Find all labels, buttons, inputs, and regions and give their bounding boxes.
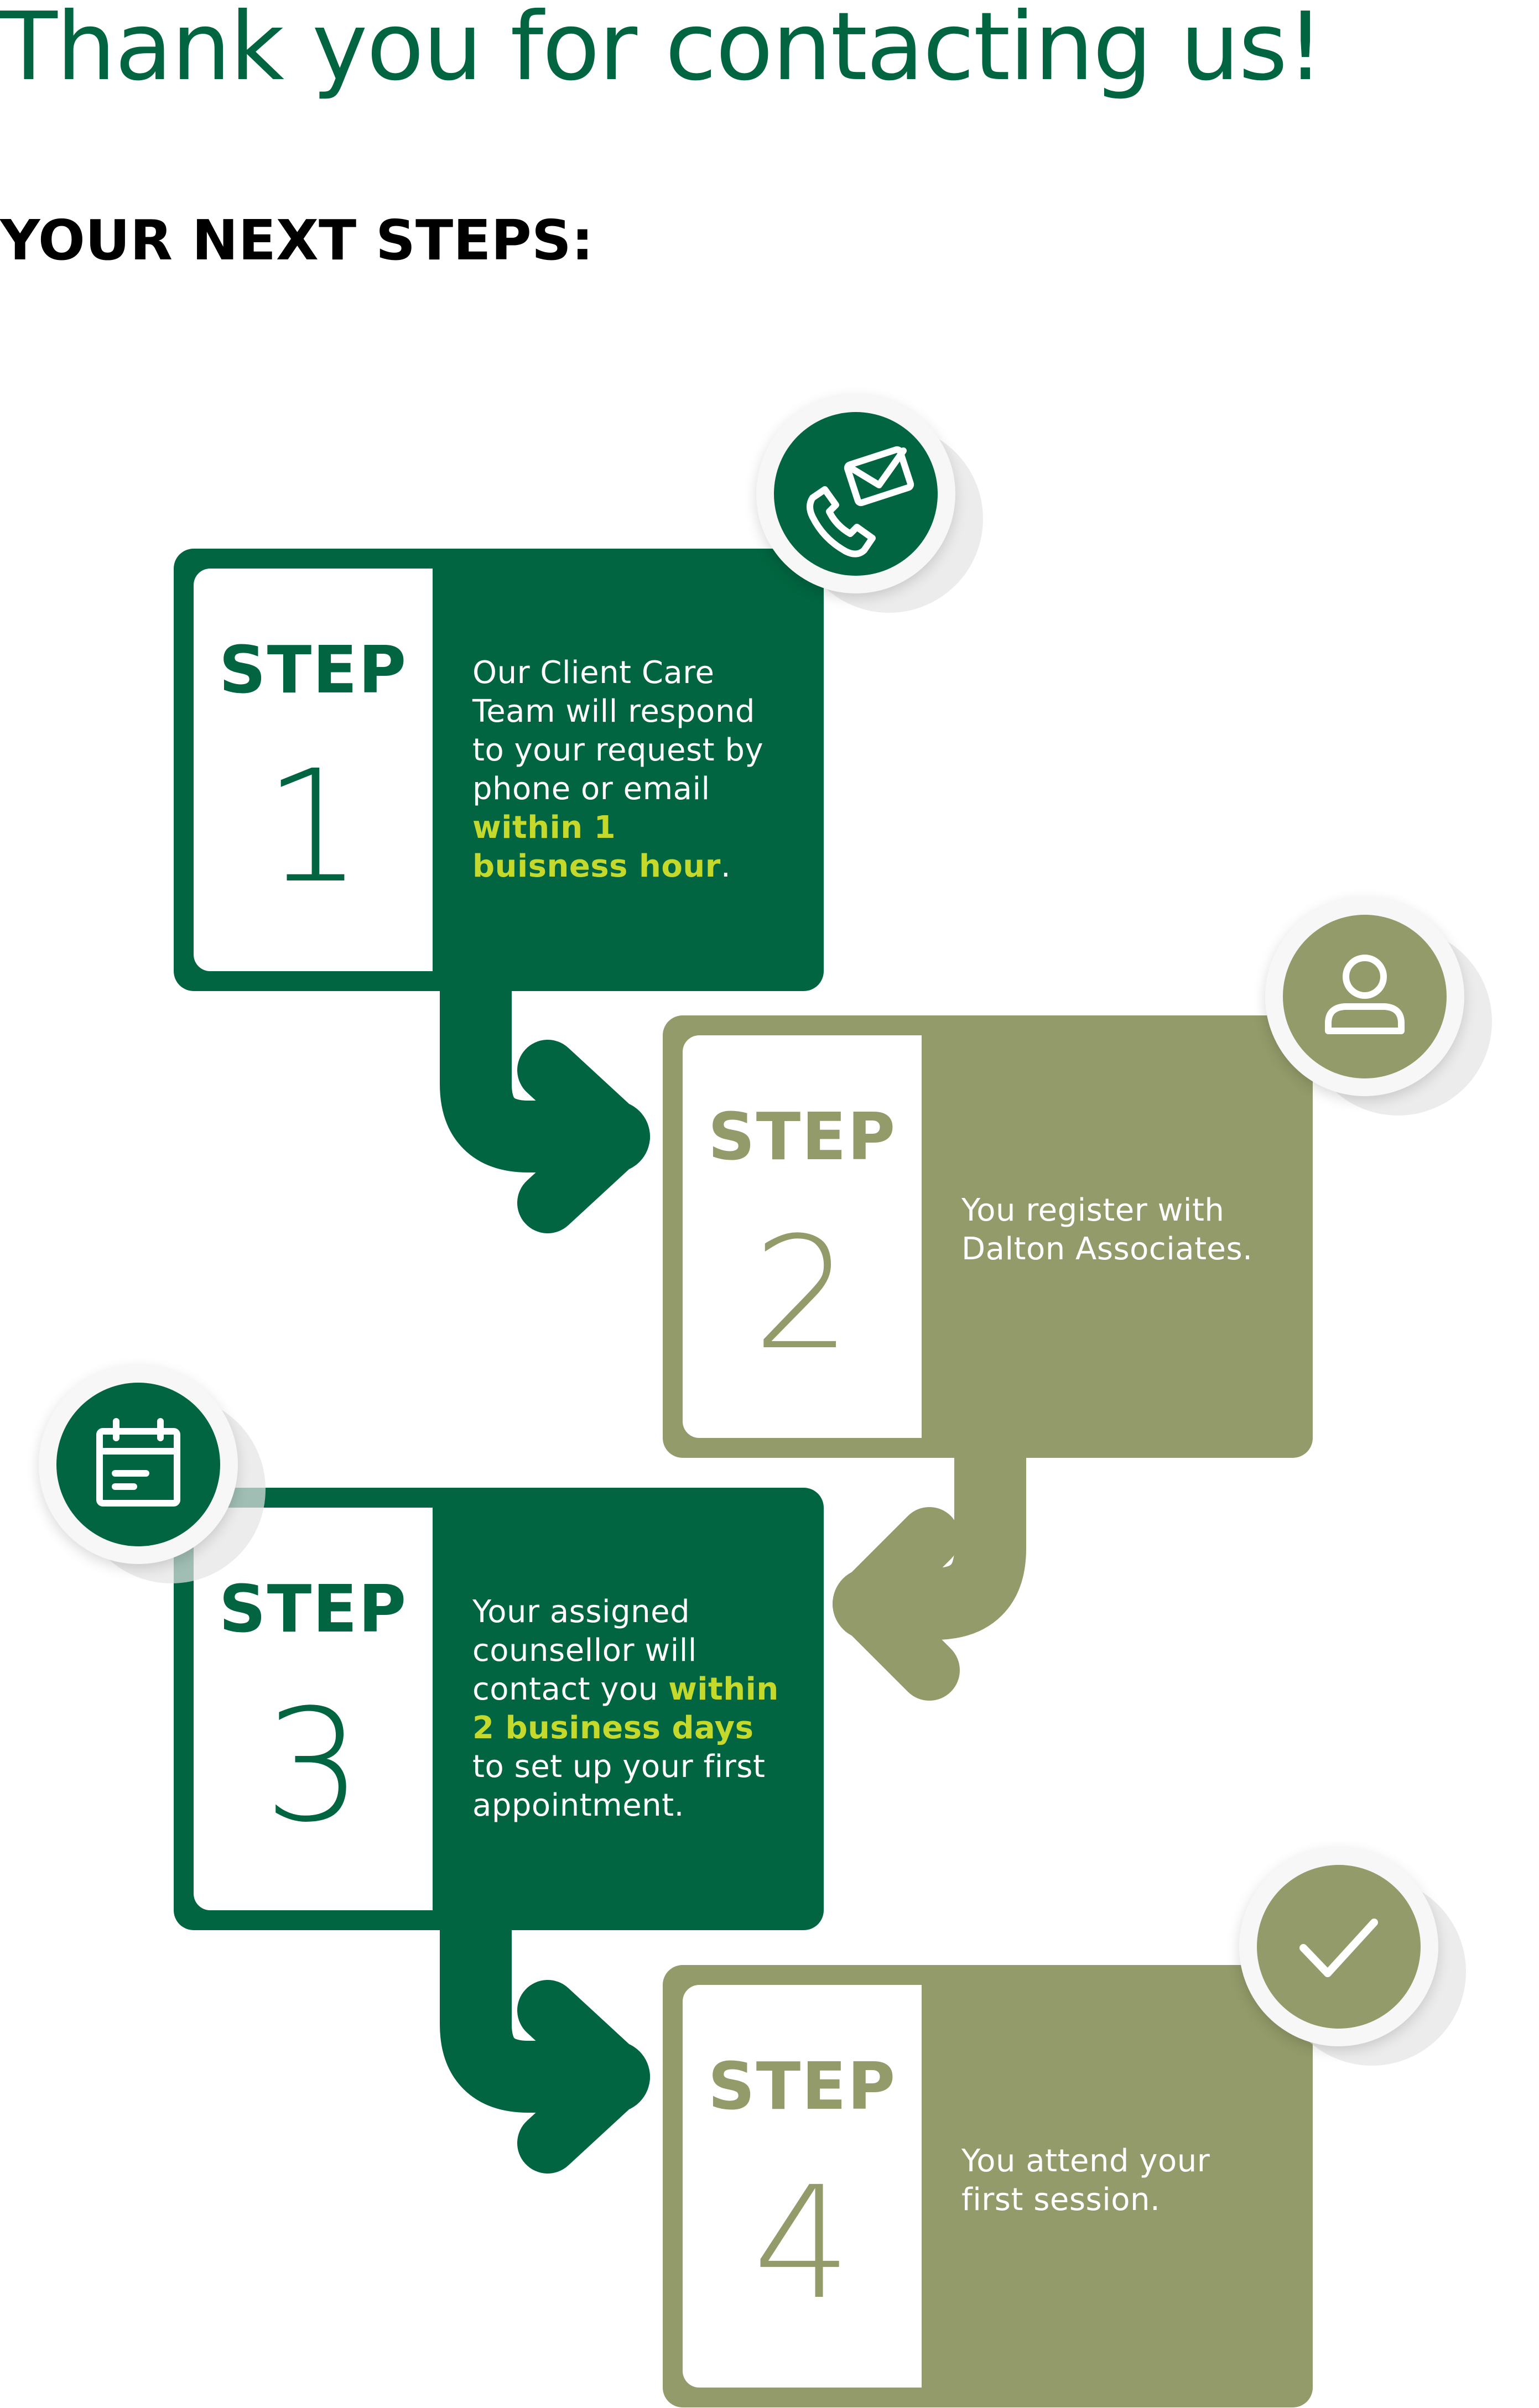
- next-steps-heading: YOUR NEXT STEPS:: [0, 208, 594, 273]
- step-1-text: Our Client Care Team will respond to you…: [472, 655, 764, 807]
- step-4-text: You attend your first session.: [961, 2143, 1210, 2218]
- step-1-description: Our Client Care Team will respond to you…: [472, 654, 782, 886]
- step-2-word: STEP: [708, 1098, 897, 1175]
- step-4-number: 4: [752, 2154, 852, 2334]
- step-3-description: Your assigned counsellor will contact yo…: [472, 1593, 782, 1825]
- step-1-text-end: .: [720, 848, 731, 884]
- step-3-word: STEP: [219, 1571, 408, 1647]
- arrow-step2-to-step3: [833, 1413, 1026, 1640]
- page-title: Thank you for contacting us!: [0, 0, 1324, 102]
- step-2-card: STEP 2 You register with Dalton Associat…: [663, 1015, 1313, 1458]
- arrow-step3-to-step4: [440, 1889, 650, 2113]
- step-2-text: You register with Dalton Associates.: [961, 1192, 1253, 1267]
- step-3-icon-badge: [39, 1365, 266, 1583]
- step-2-number: 2: [752, 1204, 852, 1384]
- arrowhead-step2: [833, 1507, 960, 1701]
- arrowhead-step1: [517, 1040, 650, 1233]
- step-1-card: STEP 1 Our Client Care Team will respond…: [174, 549, 824, 991]
- person-icon: [1325, 955, 1405, 1034]
- step-3-card: STEP 3 Your assigned counsellor will con…: [174, 1488, 824, 1930]
- step-4-label-panel: STEP 4: [683, 1985, 922, 2388]
- step-3-label-panel: STEP 3: [194, 1508, 433, 1910]
- step-1-number: 1: [263, 737, 363, 918]
- calendar-icon: [96, 1418, 180, 1507]
- step-4-card: STEP 4 You attend your first session.: [663, 1965, 1313, 2407]
- arrow-step1-to-step2: [440, 948, 650, 1172]
- step-1-word: STEP: [219, 632, 408, 708]
- step-3-text-end: to set up your first appointment.: [472, 1749, 766, 1823]
- step-4-description: You attend your first session.: [961, 2142, 1271, 2219]
- step-4-word: STEP: [708, 2048, 897, 2124]
- step-2-description: You register with Dalton Associates.: [961, 1191, 1271, 1269]
- step-4-icon-badge: [1239, 1847, 1466, 2066]
- step-1-highlight: within 1 buisness hour: [472, 810, 721, 884]
- checkmark-icon: [1299, 1919, 1378, 1977]
- phone-mail-icon: [807, 446, 914, 557]
- step-2-label-panel: STEP 2: [683, 1035, 922, 1438]
- arrowhead-step3: [517, 1980, 650, 2174]
- step-3-highlight: within 2 business days: [472, 1671, 779, 1746]
- step-1-label-panel: STEP 1: [194, 569, 433, 971]
- step-2-icon-badge: [1265, 897, 1492, 1116]
- step-3-text: Your assigned counsellor will contact yo…: [472, 1594, 697, 1707]
- step-1-icon-badge: [756, 394, 983, 613]
- step-3-number: 3: [263, 1676, 363, 1857]
